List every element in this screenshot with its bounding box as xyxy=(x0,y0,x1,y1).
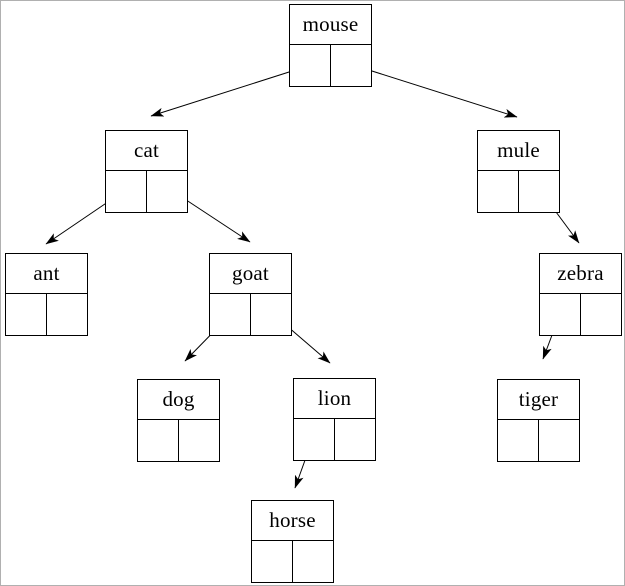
left-pointer-cell xyxy=(294,419,335,460)
left-pointer-cell xyxy=(210,294,251,335)
node-label: ant xyxy=(6,254,87,294)
node-label: tiger xyxy=(498,380,579,420)
left-pointer-cell xyxy=(540,294,581,335)
node-label: dog xyxy=(138,380,219,420)
node-label: mule xyxy=(478,131,559,171)
pointer-cells xyxy=(290,45,371,86)
node-lion: lion xyxy=(293,378,376,461)
right-pointer-cell xyxy=(251,294,292,335)
node-label: mouse xyxy=(290,5,371,45)
node-label: cat xyxy=(106,131,187,171)
right-pointer-cell xyxy=(519,171,560,212)
edge-mouse-mule-arrow xyxy=(352,64,518,118)
left-pointer-cell xyxy=(498,420,539,461)
left-pointer-cell xyxy=(252,541,293,582)
right-pointer-cell xyxy=(293,541,334,582)
node-label: goat xyxy=(210,254,291,294)
node-tiger: tiger xyxy=(497,379,580,462)
node-cat: cat xyxy=(105,130,188,213)
right-pointer-cell xyxy=(335,419,376,460)
right-pointer-cell xyxy=(179,420,220,461)
edge-mouse-cat-arrow xyxy=(150,64,312,117)
node-label: horse xyxy=(252,501,333,541)
pointer-cells xyxy=(6,294,87,335)
right-pointer-cell xyxy=(581,294,622,335)
left-pointer-cell xyxy=(106,171,147,212)
pointer-cells xyxy=(498,420,579,461)
pointer-cells xyxy=(294,419,375,460)
pointer-cells xyxy=(478,171,559,212)
pointer-cells xyxy=(210,294,291,335)
left-pointer-cell xyxy=(478,171,519,212)
right-pointer-cell xyxy=(331,45,372,86)
node-horse: horse xyxy=(251,500,334,583)
node-label: zebra xyxy=(540,254,621,294)
node-goat: goat xyxy=(209,253,292,336)
right-pointer-cell xyxy=(147,171,188,212)
pointer-cells xyxy=(252,541,333,582)
node-dog: dog xyxy=(137,379,220,462)
node-ant: ant xyxy=(5,253,88,336)
left-pointer-cell xyxy=(6,294,47,335)
right-pointer-cell xyxy=(539,420,580,461)
pointer-cells xyxy=(540,294,621,335)
left-pointer-cell xyxy=(290,45,331,86)
node-mouse: mouse xyxy=(289,4,372,87)
pointer-cells xyxy=(106,171,187,212)
pointer-cells xyxy=(138,420,219,461)
left-pointer-cell xyxy=(138,420,179,461)
right-pointer-cell xyxy=(47,294,88,335)
node-mule: mule xyxy=(477,130,560,213)
node-zebra: zebra xyxy=(539,253,622,336)
node-label: lion xyxy=(294,379,375,419)
